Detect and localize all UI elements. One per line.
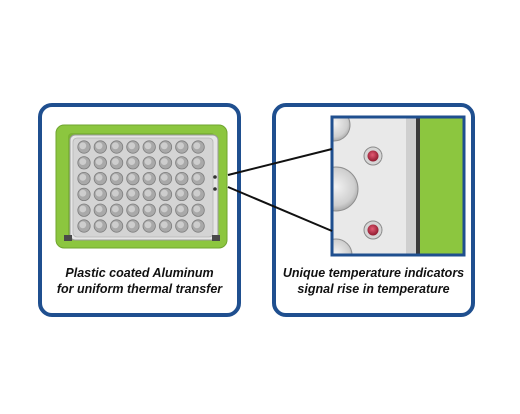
well-partial: [332, 238, 353, 255]
well-highlight: [95, 158, 103, 166]
well-highlight: [160, 173, 168, 181]
well-highlight: [79, 142, 87, 150]
well-highlight: [79, 189, 87, 197]
well-highlight: [128, 158, 136, 166]
left-caption-line1: Plastic coated Aluminum: [65, 266, 214, 280]
well-highlight: [193, 158, 201, 166]
well-highlight: [193, 142, 201, 150]
well-highlight: [193, 189, 201, 197]
right-caption: Unique temperature indicators signal ris…: [276, 265, 471, 297]
well-highlight: [79, 158, 87, 166]
well-highlight: [160, 142, 168, 150]
well-partial: [332, 117, 351, 142]
well-highlight: [177, 173, 185, 181]
well-highlight: [95, 142, 103, 150]
well-highlight: [128, 189, 136, 197]
well-highlight: [144, 189, 152, 197]
well-highlight: [111, 221, 119, 229]
indicator-dot-bottom: [213, 187, 217, 191]
well-highlight: [144, 142, 152, 150]
plate-bevel: [406, 117, 416, 255]
well-highlight: [177, 205, 185, 213]
well-highlight: [128, 142, 136, 150]
well-highlight: [95, 173, 103, 181]
green-frame-zoom: [420, 117, 464, 255]
well-highlight: [95, 189, 103, 197]
zoom-box: [330, 115, 466, 257]
well-highlight: [144, 205, 152, 213]
corner-clip: [212, 235, 220, 241]
well-highlight: [111, 205, 119, 213]
well-highlight: [177, 221, 185, 229]
well-highlight: [144, 173, 152, 181]
well-highlight: [128, 173, 136, 181]
well-highlight: [193, 173, 201, 181]
well-highlight: [79, 205, 87, 213]
right-caption-line1: Unique temperature indicators: [282, 266, 465, 280]
well-highlight: [177, 142, 185, 150]
temperature-indicator-icon: [367, 150, 379, 162]
well-highlight: [193, 221, 201, 229]
temperature-indicator-icon: [367, 224, 379, 236]
right-caption-line2: signal rise in temperature: [297, 282, 450, 296]
well-highlight: [95, 205, 103, 213]
well-highlight: [111, 189, 119, 197]
well-highlight: [160, 221, 168, 229]
well-highlight: [111, 158, 119, 166]
indicator-dot-top: [213, 175, 217, 179]
well-highlight: [177, 189, 185, 197]
well-highlight: [111, 142, 119, 150]
well-grid: [77, 140, 205, 233]
well-highlight: [160, 189, 168, 197]
right-panel: Unique temperature indicators signal ris…: [272, 103, 475, 317]
well-highlight: [160, 205, 168, 213]
corner-clip: [64, 235, 72, 241]
well-highlight: [95, 221, 103, 229]
plate-surface: [72, 137, 214, 238]
zoomed-detail-illustration: [330, 115, 466, 257]
well-highlight: [144, 221, 152, 229]
well-partial: [332, 166, 359, 212]
plate-illustration: [55, 124, 228, 249]
well-highlight: [160, 158, 168, 166]
well-highlight: [128, 221, 136, 229]
left-caption: Plastic coated Aluminum for uniform ther…: [42, 265, 237, 297]
well-highlight: [193, 205, 201, 213]
left-panel: Plastic coated Aluminum for uniform ther…: [38, 103, 241, 317]
well-highlight: [128, 205, 136, 213]
well-highlight: [177, 158, 185, 166]
well-highlight: [79, 221, 87, 229]
left-caption-line2: for uniform thermal transfer: [56, 282, 223, 296]
frame-gap: [416, 117, 420, 255]
well-highlight: [79, 173, 87, 181]
well-highlight: [144, 158, 152, 166]
well-highlight: [111, 173, 119, 181]
